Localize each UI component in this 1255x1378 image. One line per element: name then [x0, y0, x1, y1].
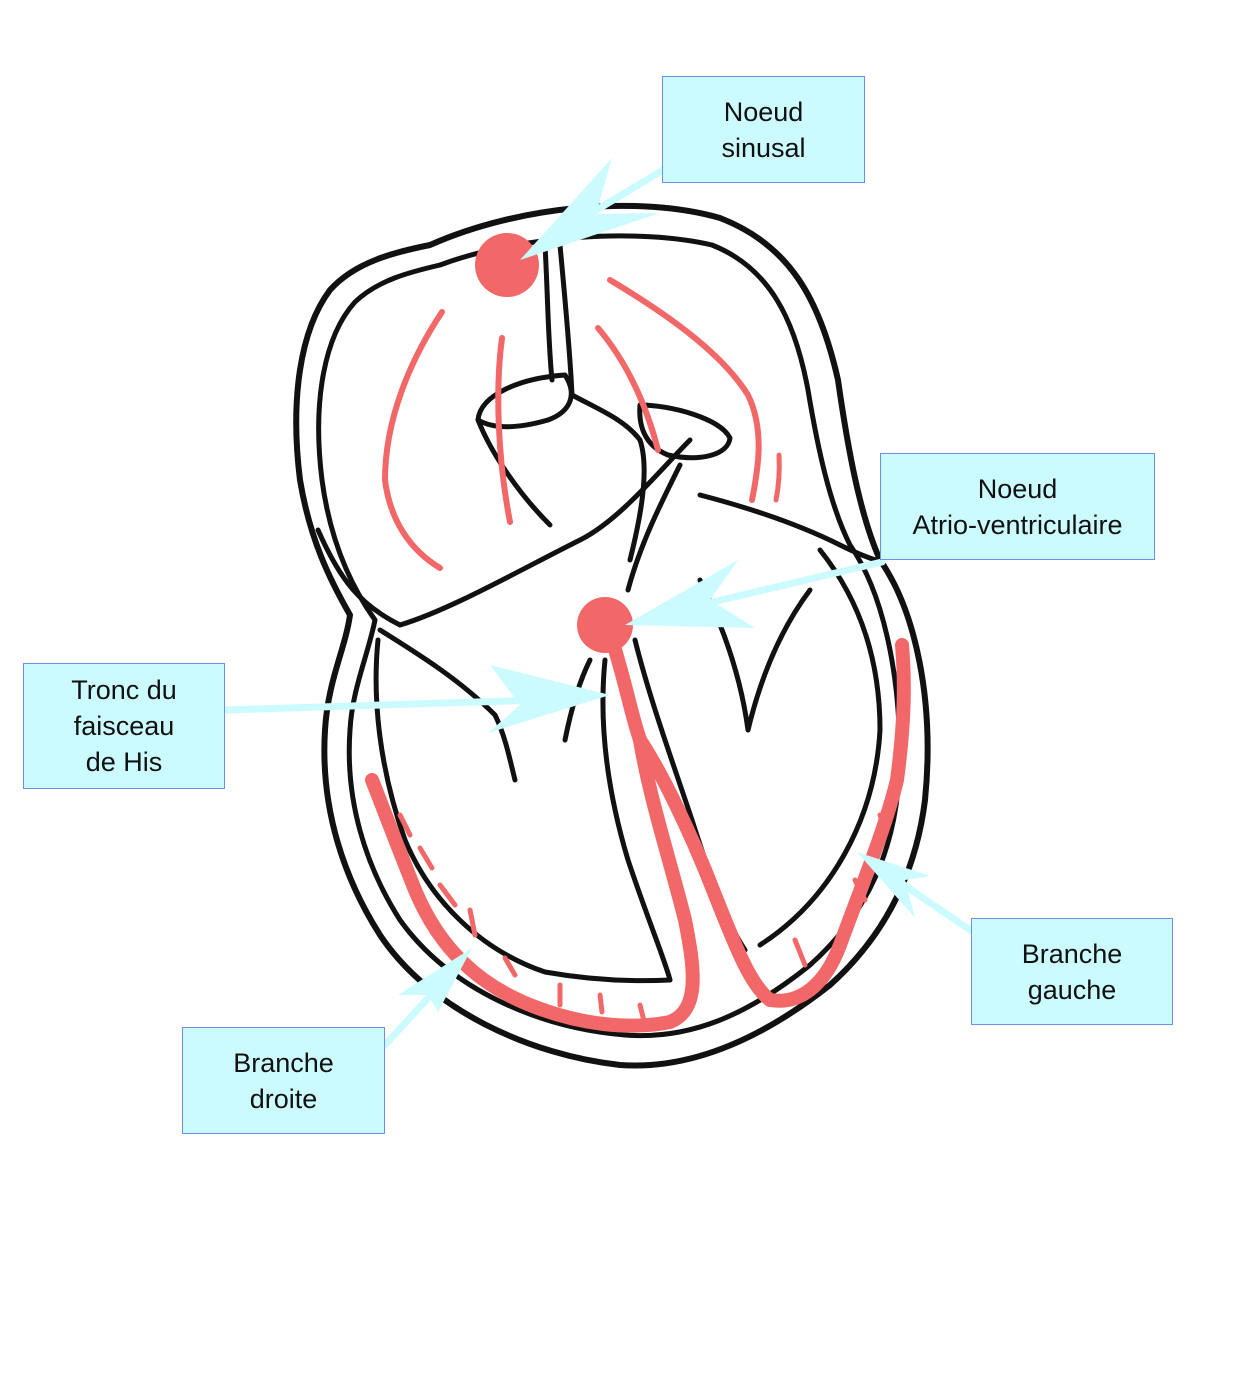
label-av-node-line-1: Noeud	[977, 473, 1058, 504]
label-sa-node: Noeud sinusal	[662, 76, 865, 183]
septum-vessel-right	[557, 242, 575, 398]
label-av-node: Noeud Atrio-ventriculaire	[880, 453, 1155, 560]
label-av-node-line-2: Atrio-ventriculaire	[912, 509, 1123, 540]
atrial-pathway-1	[382, 309, 445, 571]
arrow-av-node	[625, 558, 886, 628]
label-left-branch: Branche gauche	[971, 918, 1173, 1025]
septum-vessel-left	[542, 242, 555, 383]
septum-left	[600, 657, 673, 983]
atrial-pathway-4	[607, 277, 762, 503]
purkinje-fibers	[397, 762, 903, 1028]
av-node-dot	[577, 597, 633, 653]
mitral-ring	[637, 402, 733, 461]
label-sa-node-line-2: sinusal	[721, 132, 806, 163]
atrial-pathway-3	[595, 325, 661, 453]
heart-inner-outline	[316, 233, 902, 1039]
label-his-bundle: Tronc du faisceau de His	[23, 663, 225, 789]
papillary-right	[377, 627, 518, 783]
heart-outer-outline	[293, 202, 931, 1069]
label-right-branch-line-1: Branche	[233, 1047, 334, 1078]
atrial-pathway-5	[773, 452, 782, 503]
label-his-bundle-line-3: de His	[85, 747, 163, 777]
right-valve-stem	[475, 417, 553, 528]
left-ventricle-inner	[757, 547, 883, 948]
label-left-branch-line-2: gauche	[1027, 974, 1117, 1005]
right-bundle-branch	[365, 733, 700, 1033]
septum-upper	[625, 462, 683, 593]
av-upper-line	[697, 492, 885, 565]
atrial-pathway-2	[495, 335, 513, 525]
label-sa-node-line-1: Noeud	[723, 96, 804, 127]
left-atrium-line	[315, 437, 693, 628]
left-valve-stem	[569, 392, 647, 563]
arrow-right-branch	[381, 948, 472, 1049]
his-bundle-path	[605, 633, 647, 747]
right-ventricle-wall	[373, 637, 673, 984]
sa-node-dot	[475, 233, 539, 297]
label-right-branch: Branche droite	[182, 1027, 385, 1134]
arrow-sa-node	[520, 158, 667, 260]
label-right-branch-line-2: droite	[249, 1083, 318, 1114]
arrow-his-bundle	[221, 665, 610, 733]
label-his-bundle-line-2: faisceau	[73, 711, 175, 741]
label-left-branch-line-1: Branche	[1021, 938, 1123, 969]
label-his-bundle-line-1: Tronc du	[71, 675, 177, 705]
arrow-left-branch	[857, 852, 974, 934]
tricuspid-ring	[475, 372, 574, 430]
